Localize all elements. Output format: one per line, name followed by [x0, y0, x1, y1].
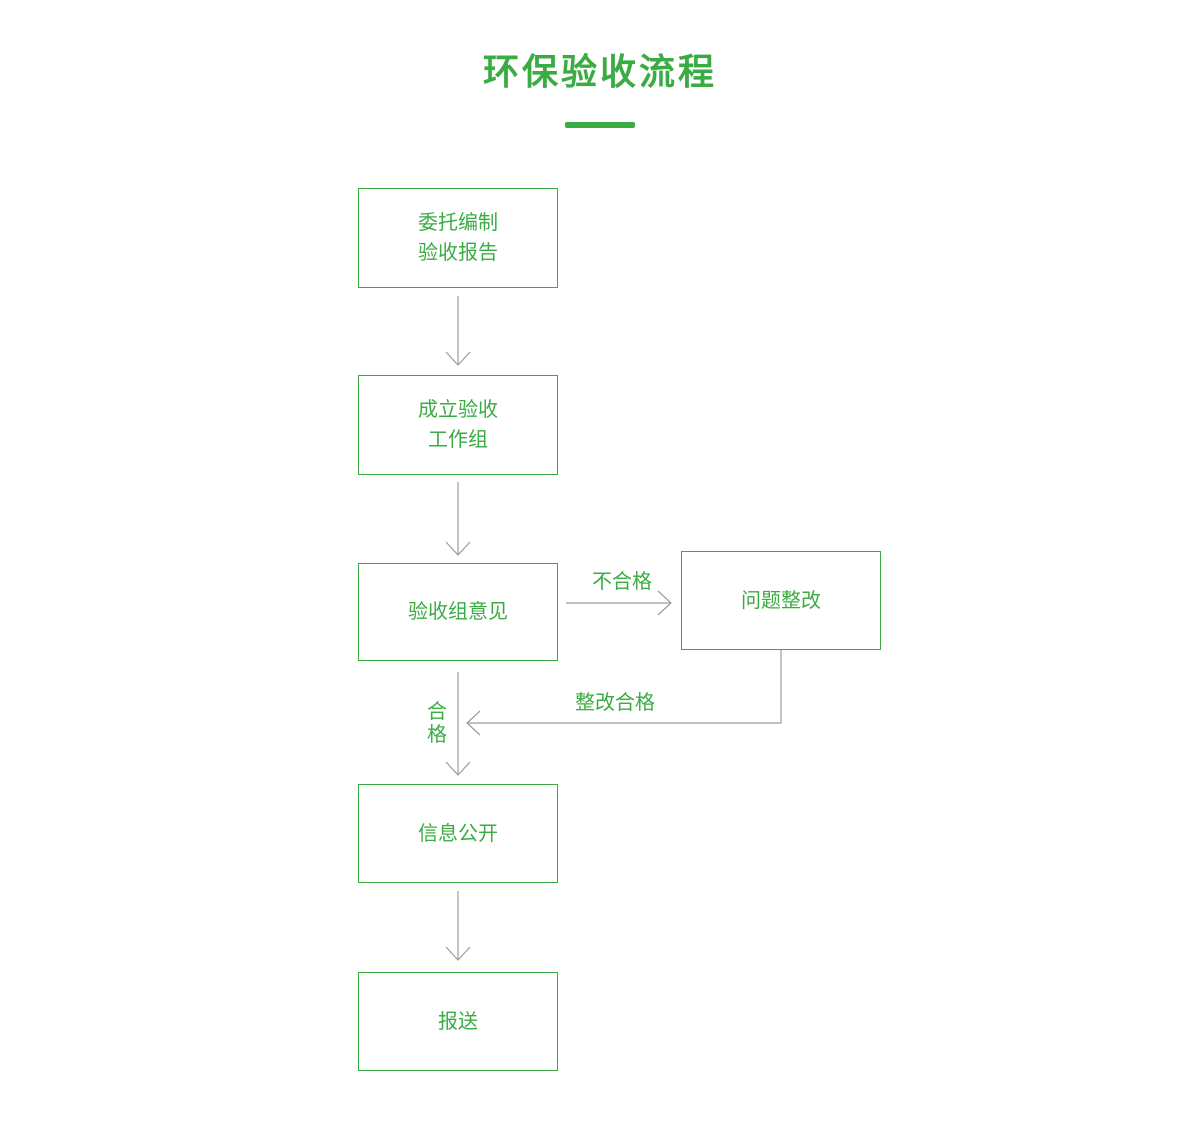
edge-label-fail: 不合格 [592, 571, 652, 593]
flow-box-workgroup: 成立验收 工作组 [358, 375, 558, 475]
flow-box-text-line: 工作组 [428, 429, 488, 451]
flow-box-text-line: 验收报告 [418, 242, 498, 264]
flow-box-acceptance-opinion: 验收组意见 [358, 563, 558, 661]
arrow-opinion-to-info-head [445, 761, 471, 776]
arrow-workgroup-to-opinion-head [445, 541, 471, 556]
flow-box-text-line: 问题整改 [741, 589, 821, 612]
arrow-entrust-to-workgroup-head [445, 351, 471, 366]
title-underline-bar [565, 122, 635, 128]
edge-label-rectified: 整改合格 [575, 692, 655, 714]
flow-box-info-disclosure: 信息公开 [358, 784, 558, 883]
arrow-opinion-to-rectify-head [657, 590, 672, 616]
edge-label-pass: 合格 [427, 701, 447, 746]
page-title: 环保验收流程 [482, 51, 717, 92]
flow-box-text-line: 成立验收 [418, 399, 498, 421]
arrow-info-to-submit-head [445, 946, 471, 961]
flow-box-submission: 报送 [358, 972, 558, 1071]
flow-box-text-line: 委托编制 [418, 212, 498, 234]
flow-box-text-line: 报送 [438, 1010, 478, 1033]
flow-box-text-line: 信息公开 [418, 822, 498, 845]
flow-box-entrust-report: 委托编制 验收报告 [358, 188, 558, 288]
flow-box-text-line: 验收组意见 [408, 601, 508, 623]
arrow-rectify-return-head [466, 710, 481, 736]
flow-box-rectification: 问题整改 [681, 551, 881, 650]
